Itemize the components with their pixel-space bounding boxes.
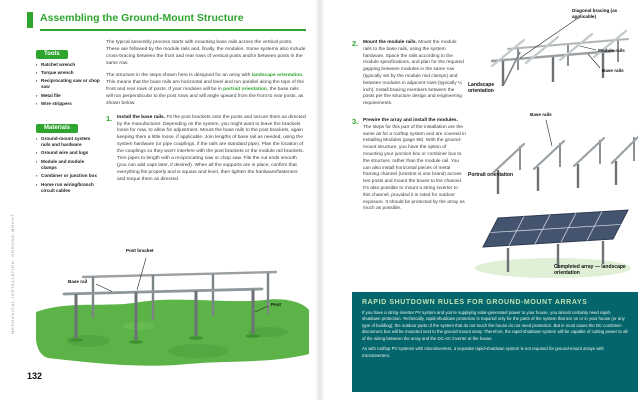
list-item: Ground-mount system rails and hardware: [36, 136, 100, 148]
list-item: Home run wiring/branch circuit cables: [36, 182, 100, 194]
step-body: Mount the module rails to the base rails…: [363, 40, 464, 107]
figure-label-module-rails: Module rails: [598, 48, 625, 53]
list-item: Combiner or junction box: [36, 173, 100, 179]
spine-text: MECHANICAL INSTALLATION: GROUND-MOUNT: [10, 213, 15, 334]
landscape-orientation-figure: Diagonal bracing (as applicable) Module …: [468, 8, 638, 108]
landscape-racking-illustration: [490, 17, 629, 86]
sidebar: Tools Ratchet wrench Torque wrench Recip…: [36, 42, 100, 203]
text-segment: . This means that the base rails are hor…: [106, 72, 304, 92]
figure-label-post: Post: [271, 302, 281, 307]
list-item: Reciprocating saw or chop saw: [36, 78, 100, 90]
step-3: 3. Prewire the array and install the mod…: [352, 118, 466, 213]
right-steps-column: 2. Mount the module rails. Mount the mod…: [352, 40, 466, 223]
list-item: Torque wrench: [36, 70, 100, 76]
step-1: 1. Install the base rails. Fit the post …: [106, 113, 306, 185]
step-number: 2.: [352, 39, 359, 48]
text-segment: , the base rails will run perpendicular …: [106, 86, 304, 106]
title-accent-block: [27, 12, 33, 28]
figure-caption-portrait: Portrait orientation: [468, 172, 514, 178]
completed-array-illustration: [475, 209, 631, 278]
highlight-portrait-orientation: portrait orientation: [223, 86, 267, 92]
figure-caption-landscape: Landscape orientation: [468, 82, 495, 95]
step-title: Install the base rails.: [117, 114, 166, 120]
list-item: Module and module clamps: [36, 159, 100, 171]
page-number: 132: [27, 371, 43, 381]
rapid-shutdown-paragraph-1: If you have a string-inverter PV system …: [362, 310, 628, 341]
list-item: Wire strippers: [36, 101, 100, 107]
highlight-landscape-orientation: landscape orientation: [251, 72, 303, 78]
materials-label: Materials: [36, 123, 79, 133]
tools-label: Tools: [36, 49, 68, 59]
step-body: Fit the post brackets onto the posts and…: [117, 114, 306, 183]
portrait-racking-illustration: [492, 119, 638, 194]
figure-caption-completed-array: Completed array — landscape orientation: [554, 264, 626, 277]
ground-structure-illustration: [36, 257, 309, 366]
list-item: Ground wire and lugs: [36, 150, 100, 156]
title-underline: [40, 29, 306, 31]
intro-paragraph-2: The structure in the steps shown here is…: [106, 73, 306, 108]
completed-array-figure: Completed array — landscape orientation: [468, 202, 638, 290]
step-title: Mount the module rails.: [363, 40, 417, 45]
step-2: 2. Mount the module rails. Mount the mod…: [352, 40, 466, 108]
figure-label-diagonal-bracing: Diagonal bracing (as applicable): [572, 8, 618, 19]
rapid-shutdown-title: RAPID SHUTDOWN RULES FOR GROUND-MOUNT AR…: [362, 299, 588, 306]
materials-list: Ground-mount system rails and hardware G…: [36, 136, 100, 194]
main-text-column: The typical assembly process starts with…: [106, 40, 306, 184]
ground-structure-figure: Post bracket Base rail Post: [28, 246, 314, 374]
page-title: Assembling the Ground-Mount Structure: [40, 12, 244, 24]
step-text: Prewire the array and install the module…: [363, 118, 466, 213]
step-body: The steps for this part of the installat…: [363, 124, 466, 212]
list-item: Ratchet wrench: [36, 62, 100, 68]
step-number: 3.: [352, 116, 359, 126]
figure-label-base-rail: Base rail: [68, 279, 88, 284]
step-text: Install the base rails. Fit the post bra…: [117, 115, 306, 185]
figure-label-base-rails: Base rails: [602, 68, 624, 73]
tools-list: Ratchet wrench Torque wrench Reciprocati…: [36, 62, 100, 108]
page-gutter: [315, 0, 325, 400]
rapid-shutdown-paragraph-2: As with rooftop PV systems with microinv…: [362, 346, 604, 358]
step-title: Prewire the array and install the module…: [363, 117, 458, 123]
text-segment: The structure in the steps shown here is…: [106, 72, 252, 78]
rapid-shutdown-panel: RAPID SHUTDOWN RULES FOR GROUND-MOUNT AR…: [352, 292, 638, 392]
figure-label-post-bracket: Post bracket: [126, 248, 154, 253]
figure-label-base-rails: Base rails: [530, 112, 552, 117]
list-item: Metal file: [36, 93, 100, 99]
intro-paragraph-1: The typical assembly process starts with…: [106, 40, 306, 66]
step-number: 1.: [106, 113, 113, 123]
portrait-orientation-figure: Base rails Portrait orientation: [468, 112, 638, 202]
step-text: Mount the module rails. Mount the module…: [363, 40, 466, 108]
